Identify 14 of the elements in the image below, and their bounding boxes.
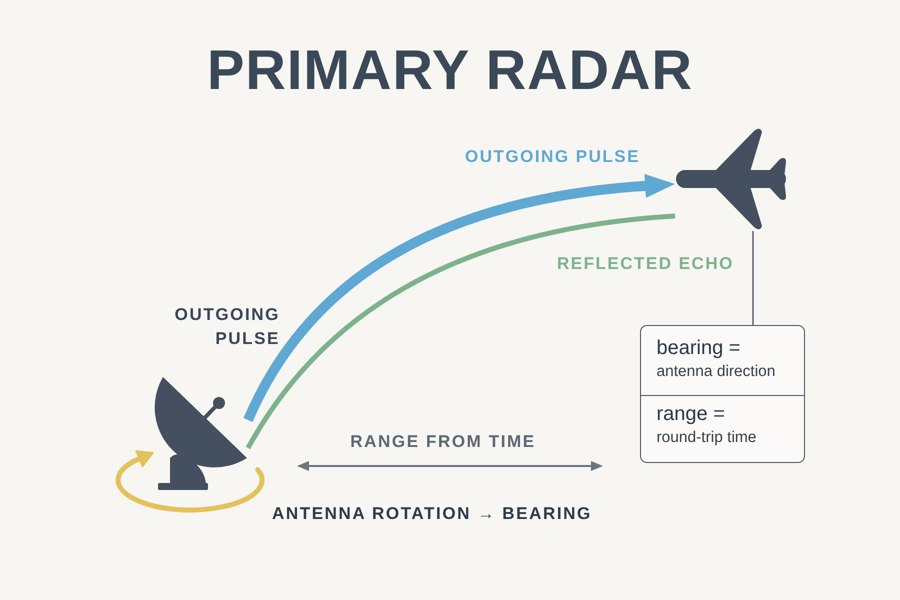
radar-dish-icon (154, 376, 248, 490)
annotation-text: ANTENNA ROTATION → BEARING (272, 504, 592, 524)
curved-line (246, 214, 676, 450)
airplane-icon (675, 127, 789, 231)
title: PRIMARY RADAR (206, 38, 694, 102)
curved-arrow (244, 174, 675, 422)
dimension-label: RANGE FROM TIME (350, 432, 536, 452)
info-box (640, 325, 805, 463)
section-text: round-trip time (656, 428, 756, 446)
section-text: antenna direction (656, 362, 776, 380)
section-heading: range = (656, 402, 725, 426)
section-heading: bearing = (656, 336, 740, 360)
leader-line (752, 231, 754, 325)
annotation-text: OUTGOING PULSE (174, 304, 280, 350)
